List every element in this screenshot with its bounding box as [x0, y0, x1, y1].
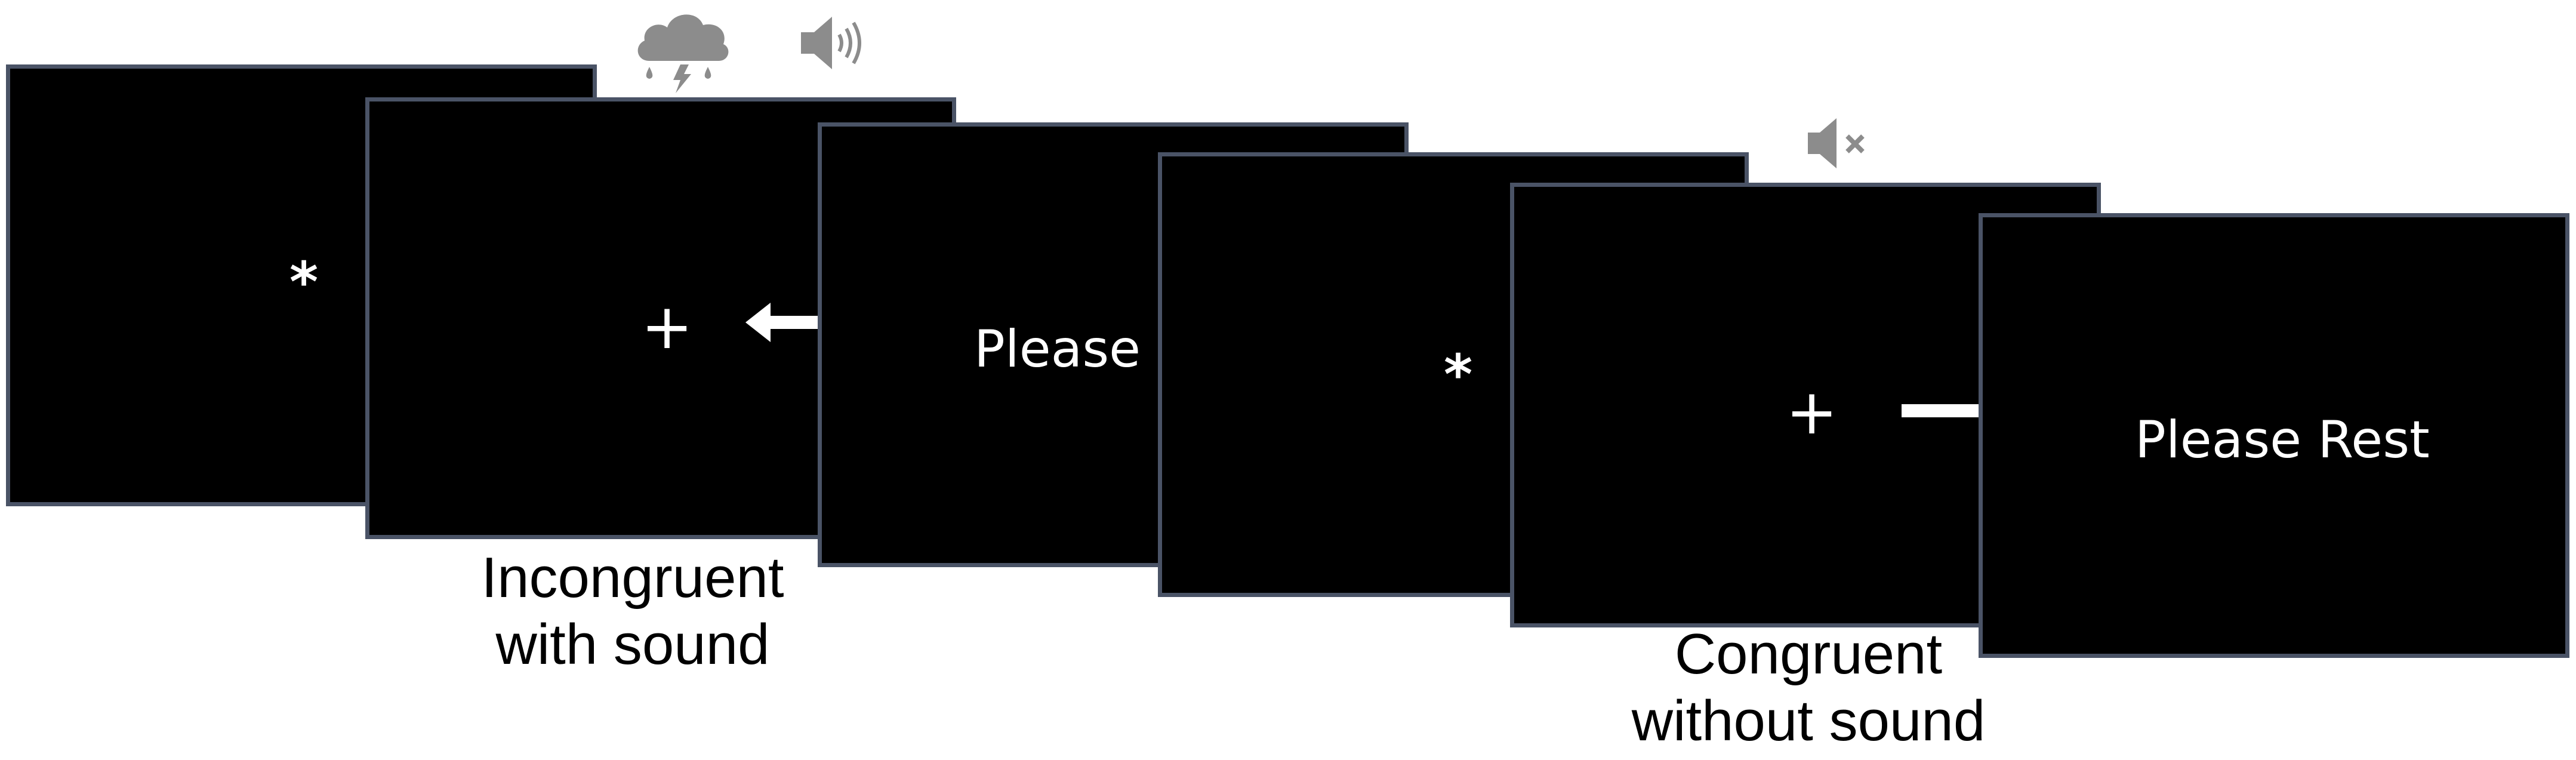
caption-line-1: Incongruent — [481, 546, 784, 610]
stimulus-frame-6: Please Rest — [1979, 213, 2569, 658]
caption-line-2: without sound — [1631, 689, 1986, 753]
rain-storm-cloud-icon — [637, 14, 729, 93]
fixation-asterisk: * — [1444, 343, 1473, 407]
speaker-muted-icon — [1808, 118, 1865, 168]
rest-message: Please Rest — [2135, 410, 2430, 470]
caption-line-1: Congruent — [1674, 622, 1943, 686]
caption-line-2: with sound — [495, 613, 770, 677]
left-arrow-icon — [745, 303, 862, 342]
speaker-sound-on-icon — [801, 17, 861, 69]
fixation-cross: + — [1786, 376, 1838, 448]
fixation-asterisk: * — [289, 250, 319, 314]
congruent-caption: Congruent without sound — [1611, 621, 2005, 755]
incongruent-caption: Incongruent with sound — [454, 544, 812, 679]
fixation-cross: + — [641, 290, 694, 363]
right-arrow-icon — [1902, 391, 2019, 430]
